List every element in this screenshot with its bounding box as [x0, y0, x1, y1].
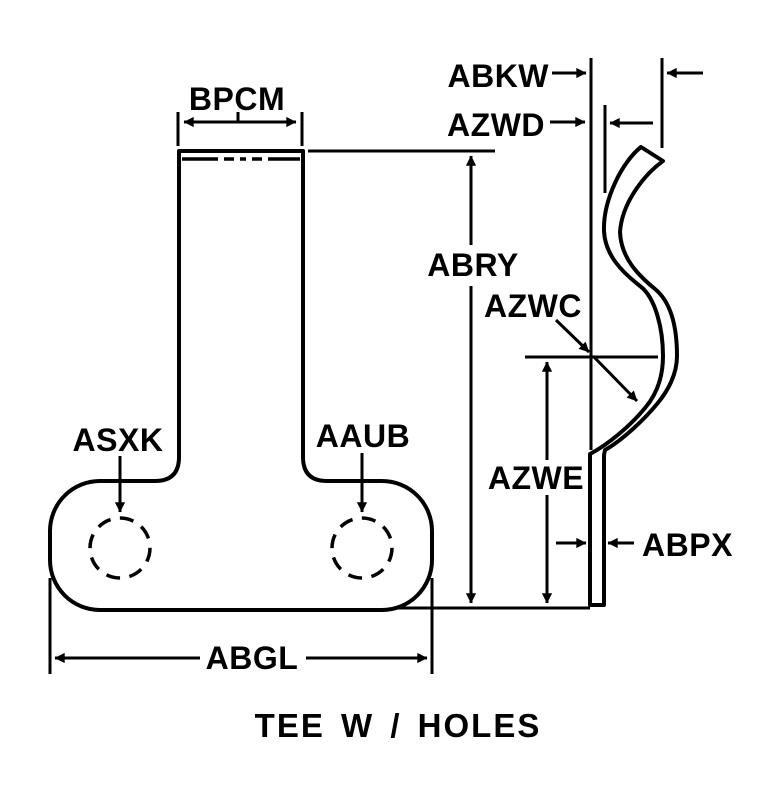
left-hole — [88, 516, 152, 580]
side-view-profile — [588, 58, 679, 607]
dimension-azwe: AZWE — [488, 361, 584, 604]
dim-label-asxk: ASXK — [73, 422, 164, 458]
dimension-abry: ABRY — [308, 149, 590, 610]
dim-label-abry: ABRY — [427, 247, 518, 283]
callout-asxk: ASXK — [73, 422, 164, 513]
azwc-leader-arrow-lower — [591, 354, 639, 403]
callout-azwc: AZWC — [484, 288, 658, 403]
tee-part-outline — [48, 149, 434, 612]
callout-aaub: AAUB — [316, 418, 410, 513]
right-hole — [330, 516, 394, 580]
clip-profile-outline — [588, 145, 679, 607]
dimension-abpx: ABPX — [556, 527, 733, 563]
dimension-bpcm: BPCM — [176, 81, 304, 146]
dim-label-bpcm: BPCM — [189, 81, 285, 117]
dimension-abgl: ABGL — [48, 578, 434, 676]
dim-label-azwc: AZWC — [484, 288, 582, 324]
dimension-abkw: ABKW — [447, 58, 703, 94]
dim-label-azwe: AZWE — [488, 460, 584, 496]
dim-label-aaub: AAUB — [316, 418, 410, 454]
drawing-title: TEE W / HOLES — [255, 707, 542, 744]
dim-label-abkw: ABKW — [447, 58, 549, 94]
front-view-tee — [48, 149, 434, 612]
dim-label-abgl: ABGL — [206, 640, 299, 676]
dim-label-azwd: AZWD — [447, 107, 545, 143]
dimension-azwd: AZWD — [447, 107, 653, 143]
azwc-leader-arrow-upper — [554, 318, 591, 354]
dim-label-abpx: ABPX — [642, 527, 733, 563]
